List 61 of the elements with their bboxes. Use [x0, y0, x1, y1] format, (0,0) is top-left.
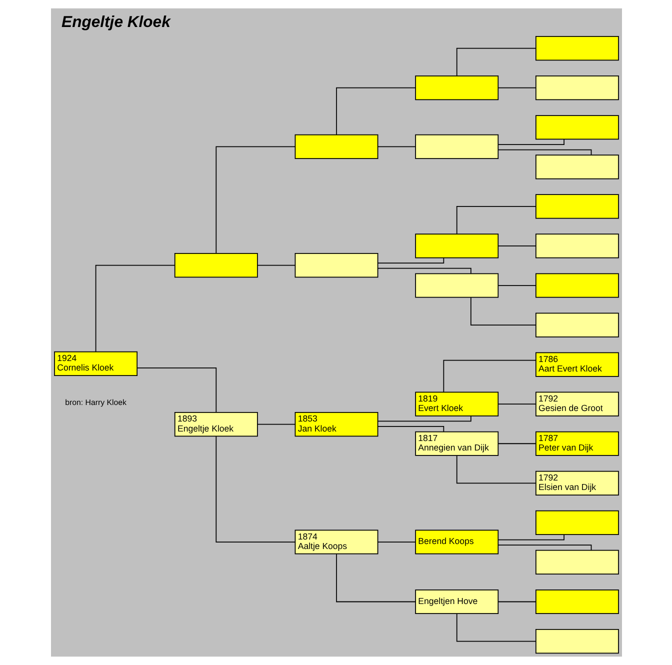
connector	[456, 455, 536, 484]
connector	[136, 368, 216, 413]
node-box: Engeltjen Hove	[414, 589, 498, 614]
node-box	[534, 312, 618, 338]
connector	[336, 554, 416, 602]
connector	[376, 146, 416, 148]
connector	[497, 87, 536, 88]
node-box: 1853 Jan Kloek	[294, 412, 378, 437]
connector	[497, 285, 536, 286]
connector	[497, 534, 564, 540]
connector	[215, 146, 296, 254]
connector	[497, 149, 592, 156]
node-box	[174, 253, 258, 278]
node-box	[534, 154, 618, 180]
node-box: 1787 Peter van Dijk	[534, 431, 618, 456]
connector	[256, 424, 295, 425]
connector	[94, 264, 175, 352]
node-box: 1817 Annegien van Dijk	[414, 431, 498, 456]
connector	[456, 613, 536, 642]
node-box	[534, 589, 618, 614]
connector	[456, 48, 536, 76]
node-box	[534, 510, 618, 535]
node-box	[414, 76, 498, 100]
connector	[470, 297, 536, 326]
node-box	[294, 253, 378, 278]
connector	[336, 87, 416, 136]
connector	[456, 206, 536, 234]
node-box	[534, 194, 618, 219]
connector	[215, 436, 296, 542]
node-box	[534, 628, 618, 654]
connector	[377, 258, 444, 264]
node-box: 1893 Engeltje Kloek	[174, 412, 258, 437]
node-box	[534, 36, 618, 61]
connector	[442, 360, 536, 393]
connector	[497, 443, 536, 444]
connector	[497, 601, 536, 602]
node-box: 1792 Elsien van Dijk	[534, 470, 618, 496]
node-box	[294, 134, 378, 159]
connector	[377, 426, 444, 432]
label: bron: Harry Kloek	[64, 398, 126, 408]
diagram-title: Engeltje Kloek	[61, 14, 170, 32]
node-box: 1874 Aaltje Koops	[294, 530, 378, 554]
node-box: 1924 Cornelis Kloek	[54, 351, 138, 376]
node-box: 1819 Evert Kloek	[414, 392, 498, 416]
node-box: 1786 Aart Evert Kloek	[534, 352, 618, 377]
connector	[376, 268, 471, 274]
node-box	[414, 273, 498, 298]
node-box	[534, 273, 618, 298]
node-box	[414, 134, 498, 159]
connector	[376, 416, 471, 422]
connector	[256, 264, 295, 266]
node-box: 1792 Gesien de Groot	[534, 392, 618, 416]
node-box	[534, 234, 618, 258]
connector	[497, 544, 592, 551]
node-box: Berend Koops	[414, 530, 498, 554]
node-box	[534, 76, 618, 100]
node-box	[534, 115, 618, 140]
connector	[497, 139, 564, 145]
node-box	[534, 550, 618, 575]
node-box	[414, 234, 498, 258]
connector	[497, 404, 536, 405]
